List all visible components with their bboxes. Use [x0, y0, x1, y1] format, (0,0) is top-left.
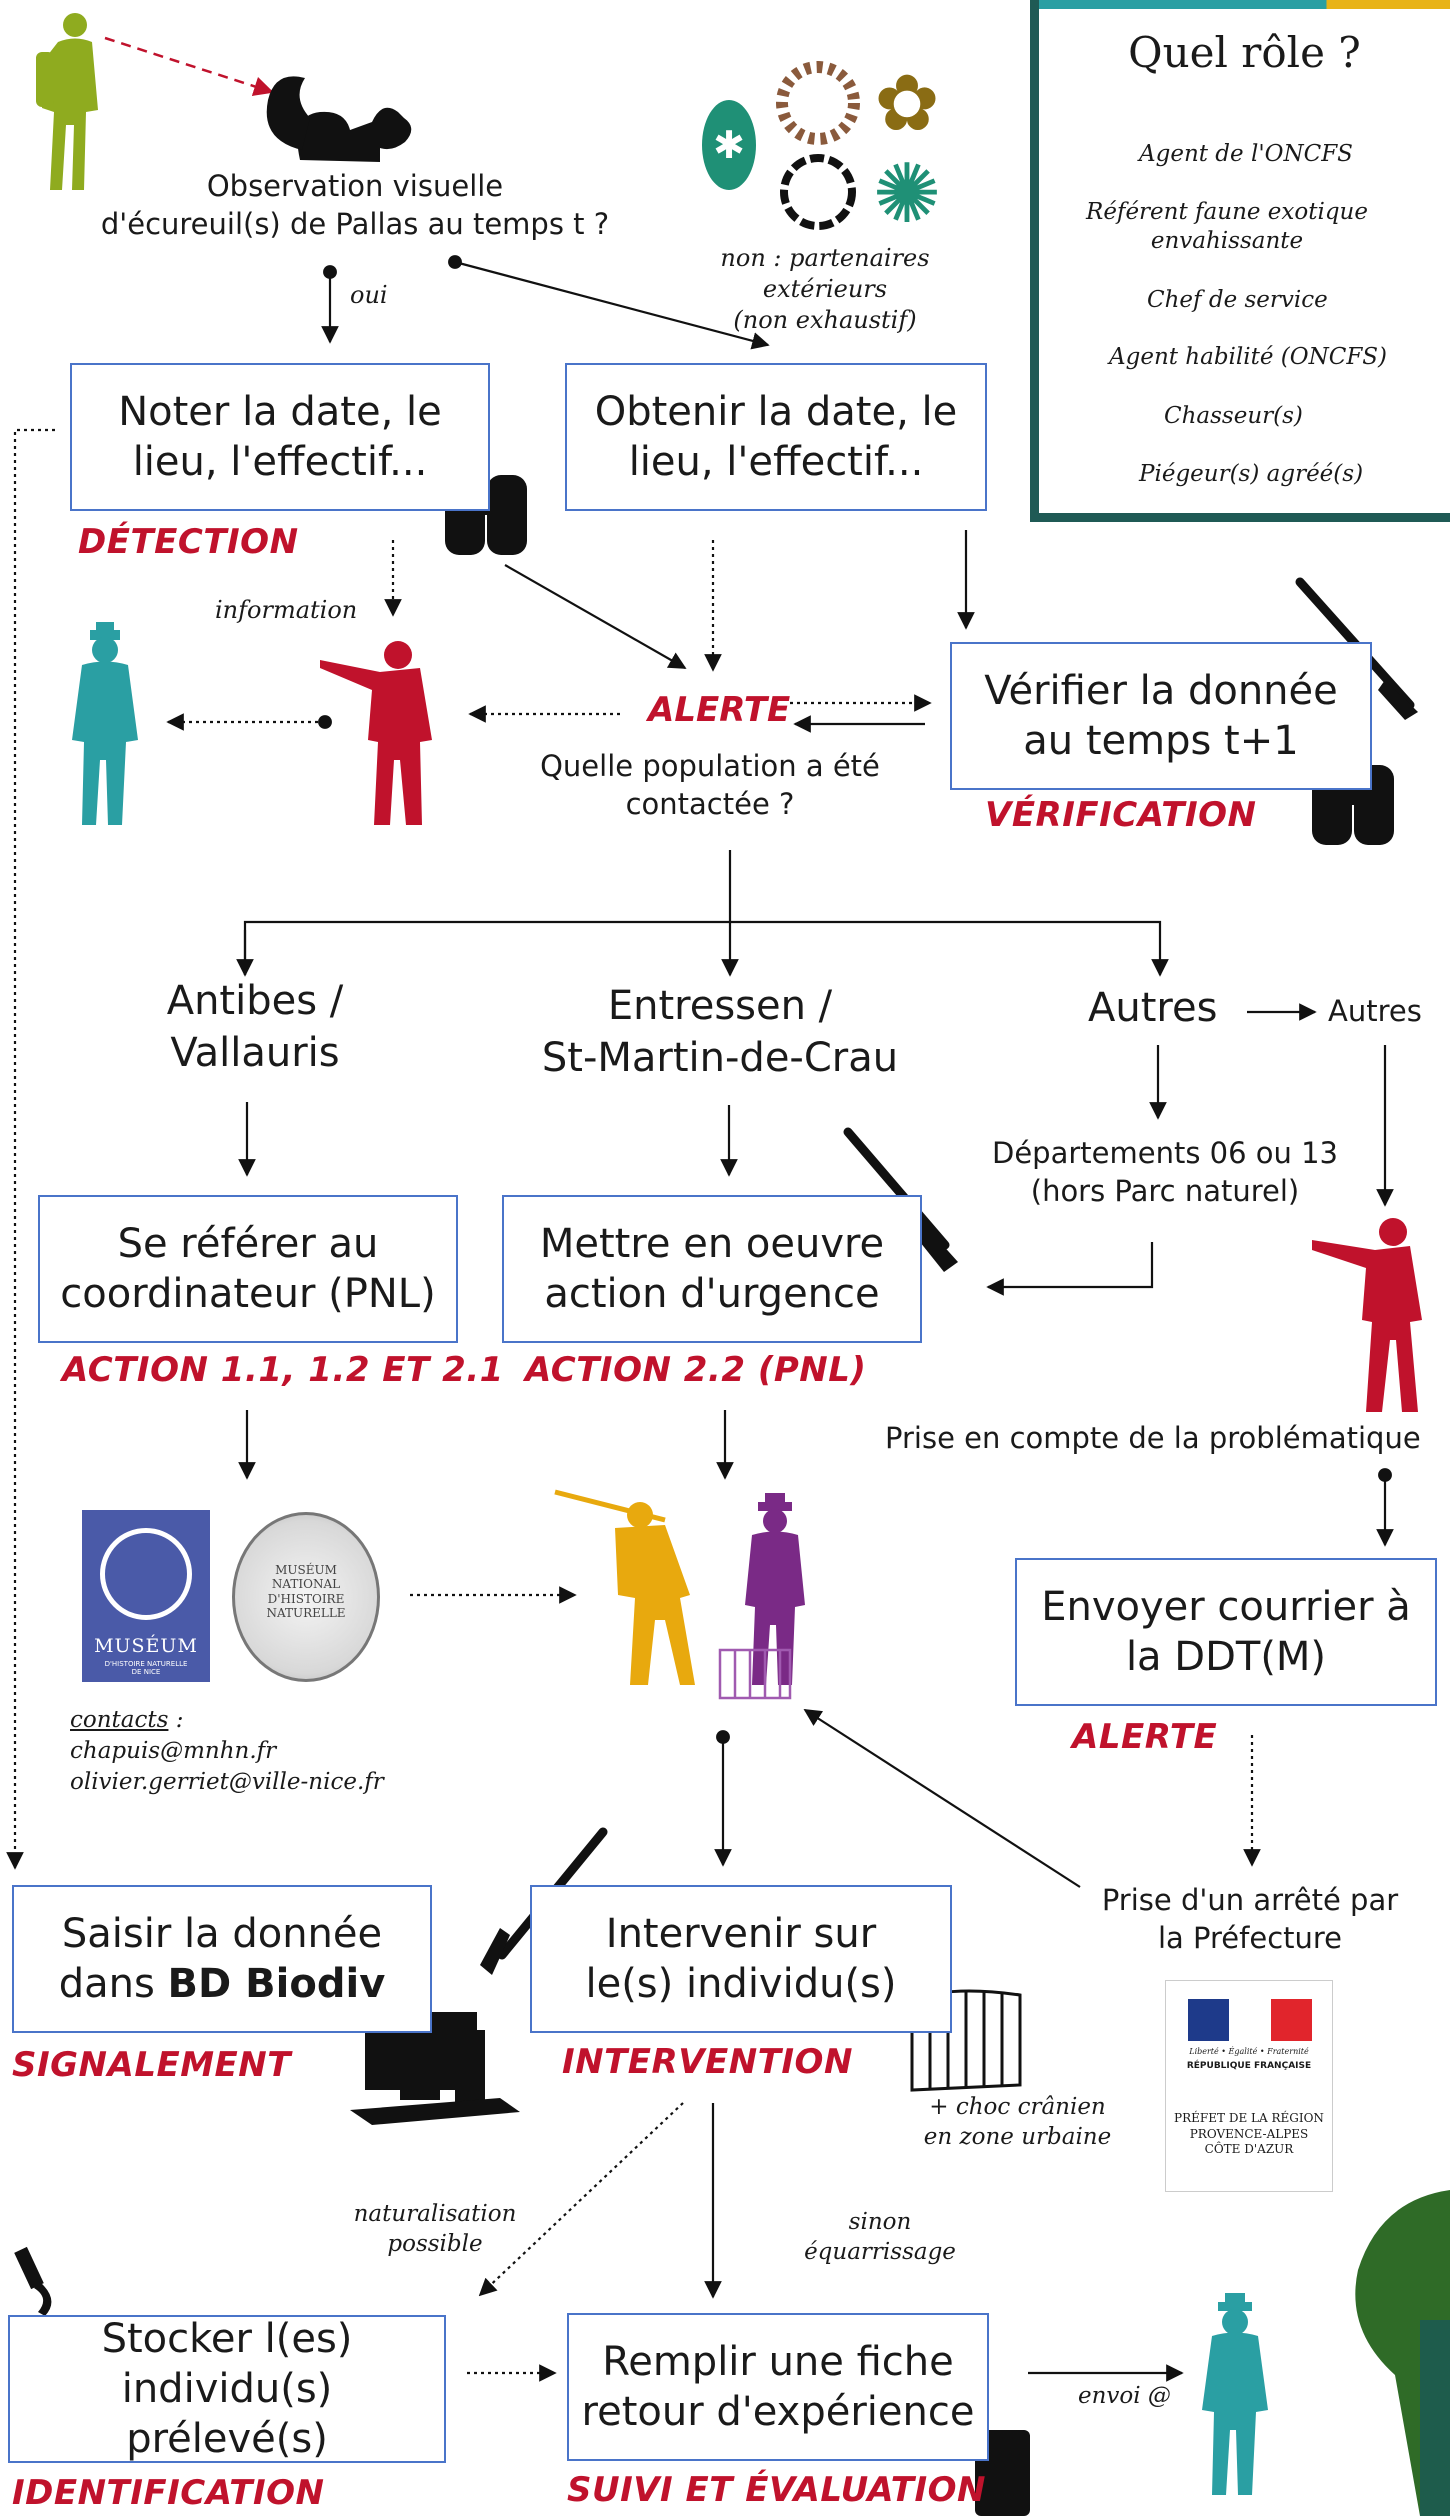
label-entressen: Entressen / St-Martin-de-Crau	[541, 983, 899, 1081]
box-saisir-bold: BD Biodiv	[167, 1961, 386, 2007]
box-verifier: Vérifier la donnée au temps t+1	[950, 642, 1372, 790]
museum-national-seal-text: MUSÉUM NATIONAL D'HISTOIRE NATURELLE	[266, 1563, 346, 1621]
label-envoi: envoi @	[1078, 2383, 1171, 2409]
box-remplir: Remplir une fiche retour d'expérience	[567, 2313, 989, 2461]
partner-logo-4	[780, 154, 856, 230]
label-population-question: Quelle population a été contactée ?	[540, 749, 880, 821]
arrow-obs-to-obtenir	[448, 255, 770, 350]
prefecture-logo: Liberté • Égalité • Fraternité RÉPUBLIQU…	[1165, 1980, 1333, 2192]
museum-nice-logo-text: MUSÉUM	[94, 1635, 198, 1657]
museum-nice-logo-sub: D'HISTOIRE NATURELLE DE NICE	[104, 1660, 188, 1677]
tag-action-11: ACTION 1.1, 1.2 ET 2.1	[62, 1350, 504, 1390]
label-autres: Autres	[1088, 985, 1218, 1031]
tag-signalement: SIGNALEMENT	[12, 2045, 291, 2085]
box-noter: Noter la date, le lieu, l'effectif...	[70, 363, 490, 511]
box-saisir: Saisir la donnée dans BD Biodiv	[12, 1885, 432, 2033]
label-departements: Départements 06 ou 13 (hors Parc naturel…	[991, 1136, 1339, 1208]
partner-logo-5: ✺	[873, 147, 942, 242]
branch-line	[243, 920, 1169, 977]
museum-nice-logo: MUSÉUM D'HISTOIRE NATURELLE DE NICE	[82, 1510, 210, 1682]
cage-icon-small	[718, 1648, 792, 1700]
tag-intervention: INTERVENTION	[562, 2042, 853, 2082]
contacts-colon: :	[168, 1707, 184, 1733]
label-autres-2: Autres	[1328, 994, 1422, 1028]
box-se-referer: Se référer au coordinateur (PNL)	[38, 1195, 458, 1343]
contact-email-1[interactable]: chapuis@mnhn.fr	[70, 1738, 277, 1765]
partner-logo-1-mark: ✱	[713, 123, 745, 167]
label-sinon-equarrissage: sinon équarrissage	[804, 2209, 956, 2265]
tag-verification: VÉRIFICATION	[985, 795, 1257, 835]
legend-label-agent-habilite: Agent habilité (ONCFS)	[1109, 344, 1388, 370]
museum-national-seal: MUSÉUM NATIONAL D'HISTOIRE NATURELLE	[232, 1512, 380, 1682]
arrow-prefecture-to-shooter	[803, 1709, 1081, 1888]
label-prise-en-compte: Prise en compte de la problématique	[885, 1421, 1421, 1455]
box-saisir-text: Saisir la donnée dans	[58, 1911, 383, 2007]
observation-question: Observation visuelle d'écureuil(s) de Pa…	[100, 169, 610, 241]
legend-label-chef: Chef de service	[1147, 287, 1328, 313]
legend-top-bar	[1039, 0, 1450, 9]
prefecture-republique: RÉPUBLIQUE FRANÇAISE	[1186, 2061, 1312, 2071]
legend-panel: Quel rôle ? Agent de l'ONCFS Référent fa…	[1030, 0, 1450, 522]
box-obtenir: Obtenir la date, le lieu, l'effectif...	[565, 363, 987, 511]
legend-label-chasseurs: Chasseur(s)	[1164, 403, 1303, 429]
label-antibes-vallauris: Antibes / Vallauris	[166, 978, 344, 1076]
rifle-icon-mettre	[843, 1127, 958, 1272]
label-alerte-center: ALERTE	[648, 690, 791, 730]
trapper-silhouette-icon	[745, 1493, 805, 1685]
museum-contacts: contacts : chapuis@mnhn.fr olivier.gerri…	[70, 1705, 384, 1798]
legend-title: Quel rôle ?	[1128, 28, 1361, 77]
partner-logo-3: ✿	[874, 59, 939, 149]
box-envoyer-courrier: Envoyer courrier à la DDT(M)	[1015, 1558, 1437, 1706]
referent-silhouette-icon	[72, 622, 138, 825]
chef-silhouette-icon	[320, 641, 432, 825]
legend-label-referent: Référent faune exotique envahissante	[1086, 199, 1368, 254]
prefecture-prefet: PRÉFET DE LA RÉGION PROVENCE-ALPES CÔTE …	[1174, 2111, 1324, 2157]
label-naturalisation: naturalisation possible	[353, 2201, 517, 2257]
contacts-label: contacts	[70, 1707, 169, 1733]
arrow-binoculars-to-alerte	[504, 564, 687, 669]
label-choc-cranien: + choc crânien en zone urbaine	[923, 2094, 1112, 2150]
box-stocker: Stocker l(es) individu(s) prélevé(s)	[8, 2315, 446, 2463]
label-information: information	[215, 596, 358, 624]
tag-action-22: ACTION 2.2 (PNL)	[525, 1350, 867, 1390]
shooter-silhouette-icon	[554, 1489, 695, 1685]
partner-logo-2	[776, 61, 860, 145]
dotted-noter-to-saisir	[6, 428, 55, 1870]
tag-alerte-ddt: ALERTE	[1072, 1717, 1218, 1757]
partner-logos: ✱ ✿ ✺	[702, 59, 941, 242]
arrow-depts-to-mettre	[986, 1242, 1154, 1296]
legend-label-piegeurs: Piégeur(s) agréé(s)	[1139, 461, 1364, 487]
tag-suivi-evaluation: SUIVI ET ÉVALUATION	[567, 2470, 986, 2510]
hiker-silhouette-icon	[36, 13, 98, 190]
squirrel-icon	[266, 76, 412, 162]
contact-email-2[interactable]: olivier.gerriet@ville-nice.fr	[70, 1769, 384, 1796]
tag-detection: DÉTECTION	[78, 522, 299, 562]
spiral-icon	[100, 1528, 192, 1620]
parrot-decoration-icon	[1355, 2190, 1450, 2516]
label-non-partenaires: non : partenaires extérieurs (non exhaus…	[720, 244, 930, 335]
dotted-intervenir-to-stocker	[478, 2102, 684, 2297]
referent-silhouette-icon-2	[1202, 2293, 1268, 2495]
tag-identification: IDENTIFICATION	[12, 2473, 325, 2513]
label-arrete-prefecture: Prise d'un arrêté par la Préfecture	[1101, 1883, 1399, 1955]
box-intervenir: Intervenir sur le(s) individu(s)	[530, 1885, 952, 2033]
dashed-red-arrow	[104, 36, 274, 96]
box-mettre-en-oeuvre: Mettre en oeuvre action d'urgence	[502, 1195, 922, 1343]
prefecture-motto: Liberté • Égalité • Fraternité	[1189, 2047, 1309, 2056]
label-oui: oui	[350, 281, 388, 309]
partner-logo-1	[702, 100, 756, 190]
french-flag-icon	[1188, 1999, 1312, 2041]
chef-silhouette-icon-2	[1312, 1218, 1422, 1412]
legend-label-agent-oncfs: Agent de l'ONCFS	[1139, 141, 1353, 167]
